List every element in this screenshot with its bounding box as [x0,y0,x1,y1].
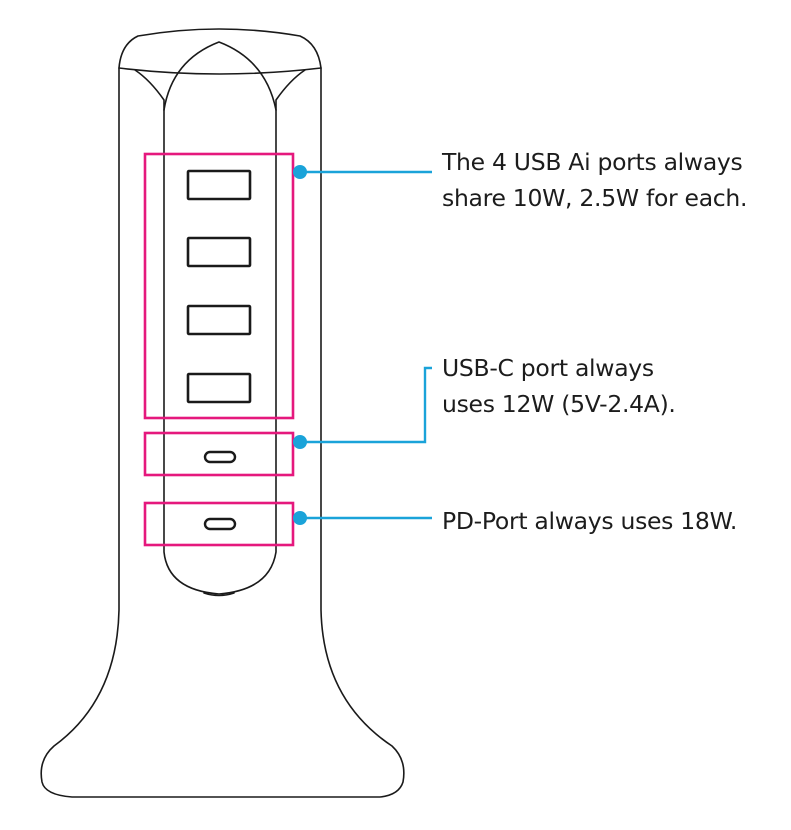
usb-a-highlight-box [143,152,295,420]
usb-c-port [203,450,237,464]
pd-port [203,517,237,531]
charger-body [40,28,405,798]
pd-callout-line1: PD-Port always uses 18W. [442,507,737,535]
pd-callout-dot [293,511,307,525]
highlight-boxes [143,152,295,547]
usb-a-port-3 [186,304,252,336]
usb-c-highlight-box [143,431,295,477]
usb-a-port-1 [186,169,252,201]
usb-a-callout-line1: The 4 USB Ai ports always [442,148,743,176]
usb-c-callout-dot [293,435,307,449]
usb-c-ports [203,450,237,531]
usb-a-ports [186,169,252,404]
usb-a-port-2 [186,236,252,268]
front-panel-outline [134,69,306,595]
callout-lines [300,170,432,520]
top-rim [118,67,322,75]
pd-callout-text: PD-Port always uses 18W. [442,503,737,539]
usb-a-port-4 [186,372,252,404]
callout-dots [293,165,307,525]
usb-c-callout-line [300,366,432,444]
front-panel-edge [163,41,277,111]
usb-c-callout-text: USB-C port always uses 12W (5V-2.4A). [442,350,676,422]
pd-highlight-box [143,501,295,547]
usb-a-callout-line2: share 10W, 2.5W for each. [442,184,748,212]
usb-c-callout-line2: uses 12W (5V-2.4A). [442,390,676,418]
usb-a-callout-dot [293,165,307,179]
charger-outline [40,28,405,798]
usb-a-callout-text: The 4 USB Ai ports always share 10W, 2.5… [442,144,748,216]
foot-tab [203,592,235,597]
usb-c-callout-line1: USB-C port always [442,354,654,382]
